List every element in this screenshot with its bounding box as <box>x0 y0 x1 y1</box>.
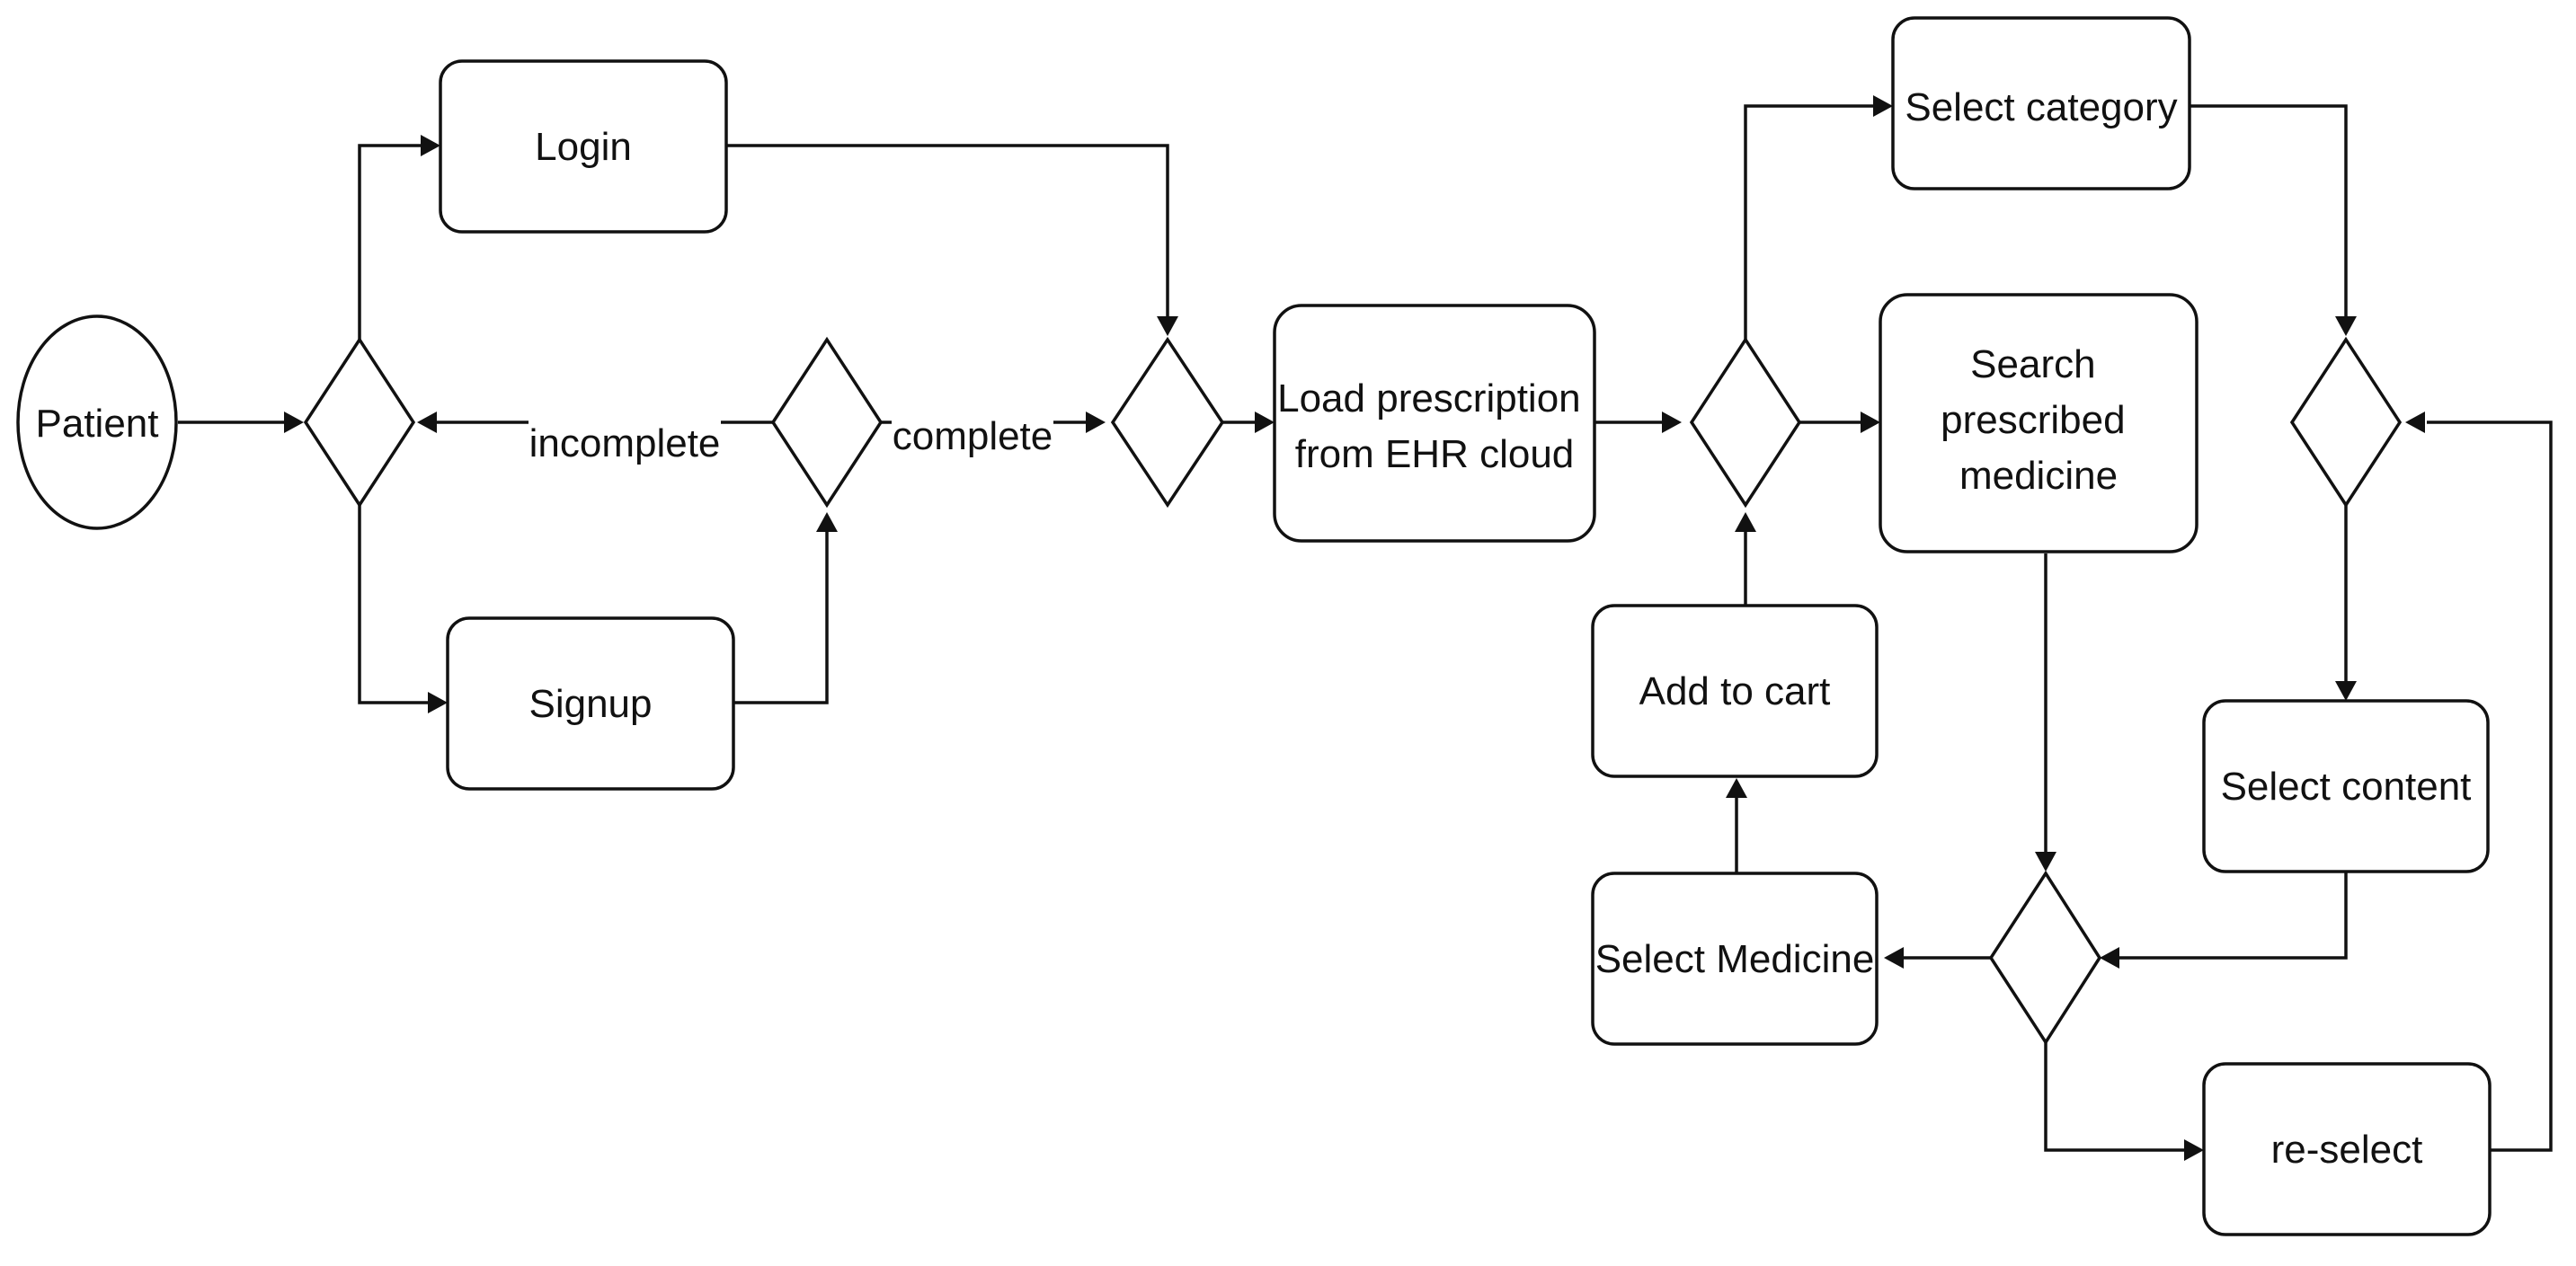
login-node: Login <box>439 59 728 234</box>
arrowhead <box>417 412 437 433</box>
arrowhead <box>1086 412 1106 433</box>
decision-access-diamond <box>1110 336 1225 509</box>
signup-label: Signup <box>529 682 652 726</box>
select-medicine-node: Select Medicine <box>1591 872 1879 1046</box>
patient-node: Patient <box>16 314 178 530</box>
arrowhead <box>1873 95 1893 117</box>
edge-decision-to-signup <box>358 505 430 704</box>
search-medicine-node: Search prescribed medicine <box>1879 293 2198 553</box>
select-category-node: Select category <box>1891 16 2191 190</box>
arrowhead <box>2335 316 2357 336</box>
edge-content-to-decision <box>2118 872 2348 960</box>
arrowhead <box>2035 852 2056 872</box>
add-to-cart-node: Add to cart <box>1591 604 1879 778</box>
search-medicine-line-2: prescribed <box>1941 398 2125 442</box>
login-label: Login <box>535 125 632 169</box>
search-medicine-label: Search prescribed medicine <box>1941 342 2136 498</box>
edge-label-complete: complete <box>892 404 1053 460</box>
select-category-label: Select category <box>1905 85 2177 129</box>
arrowhead <box>1662 412 1682 433</box>
arrowheads <box>284 95 2425 1161</box>
edge-category-to-decision <box>2190 104 2348 316</box>
arrowhead <box>1735 512 1756 532</box>
arrowhead <box>2405 412 2425 433</box>
search-medicine-line-3: medicine <box>1959 454 2118 498</box>
decision-browse-diamond <box>1689 336 1802 509</box>
arrowhead <box>428 692 448 713</box>
arrowhead <box>1884 947 1904 969</box>
decision-auth-diamond <box>303 336 416 509</box>
load-prescription-line-2: from EHR cloud <box>1295 432 1575 476</box>
edge-signup-to-decision <box>733 530 829 704</box>
edge-decision-to-reselect <box>2044 1042 2184 1152</box>
arrowhead <box>2184 1139 2204 1161</box>
decision-category-diamond <box>2289 336 2403 509</box>
decision-medicine-diamond <box>1988 870 2102 1046</box>
reselect-label: re-select <box>2271 1128 2423 1172</box>
add-to-cart-label: Add to cart <box>1639 669 1831 713</box>
select-content-label: Select content <box>2221 765 2472 809</box>
select-medicine-label: Select Medicine <box>1595 937 1875 981</box>
incomplete-label: incomplete <box>529 421 721 465</box>
edge-reselect-to-decision <box>2427 421 2553 1152</box>
signup-node: Signup <box>446 616 735 791</box>
patient-label: Patient <box>36 402 159 446</box>
arrowhead <box>1726 778 1747 798</box>
load-prescription-label: Load prescription from EHR cloud <box>1277 376 1592 476</box>
edge-decision-to-category <box>1744 104 1874 340</box>
edge-login-to-decision <box>726 144 1169 316</box>
complete-label: complete <box>893 414 1053 458</box>
arrowhead <box>1861 412 1880 433</box>
load-prescription-node: Load prescription from EHR cloud <box>1273 304 1596 543</box>
decision-signup-diamond <box>770 336 884 509</box>
arrowhead <box>2100 947 2119 969</box>
arrowhead <box>816 512 838 532</box>
arrowhead <box>421 135 440 156</box>
search-medicine-line-1: Search <box>1970 342 2095 386</box>
load-prescription-line-1: Load prescription <box>1277 376 1581 421</box>
arrowhead <box>1255 412 1275 433</box>
select-content-node: Select content <box>2202 699 2490 873</box>
edge-label-incomplete: incomplete <box>529 412 721 467</box>
reselect-node: re-select <box>2202 1062 2492 1236</box>
arrowhead <box>284 412 304 433</box>
arrowhead <box>2335 681 2357 701</box>
edge-decision-to-login <box>358 144 422 340</box>
arrowhead <box>1157 316 1178 336</box>
